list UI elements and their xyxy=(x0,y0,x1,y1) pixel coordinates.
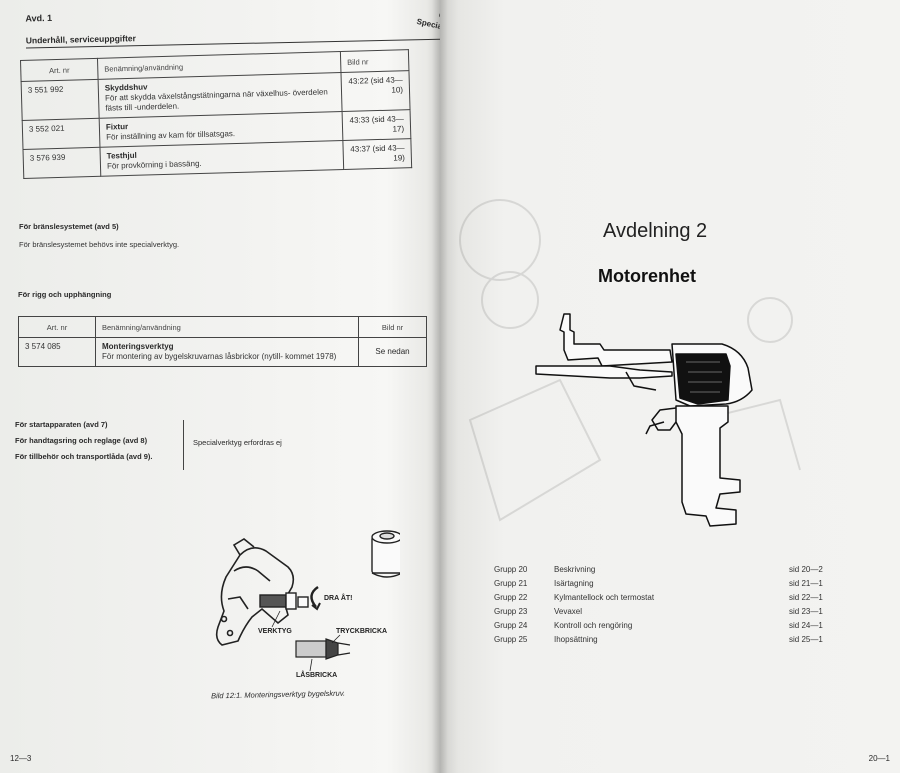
tool-name: Monteringsverktyg xyxy=(102,342,174,351)
group-page: sid 21—1 xyxy=(789,579,823,588)
group-title: Isärtagning xyxy=(554,579,594,588)
bracket-icon xyxy=(215,538,295,646)
corner-header: Grupp Specialverk xyxy=(400,2,440,36)
section-number: Avd. 1 xyxy=(25,12,53,24)
rotate-arrow-icon xyxy=(310,585,321,611)
col-art-header: Art. nr xyxy=(18,316,96,338)
figure-ref: Se nedan xyxy=(358,337,427,367)
group-title: Kontroll och rengöring xyxy=(554,621,633,630)
tool-cell: Monteringsverktyg För montering av bygel… xyxy=(95,337,359,367)
list-item: Grupp 24 Kontroll och rengöring sid 24—1 xyxy=(494,619,839,633)
group-title: Vevaxel xyxy=(554,607,583,616)
figure-ref: 43:37 (sid 43—19) xyxy=(342,138,412,170)
list-item: Grupp 22 Kylmantellock och termostat sid… xyxy=(494,591,839,605)
tool-description: För montering av bygelskruvarnas låsbric… xyxy=(102,352,337,361)
group-contents-list: Grupp 20 Beskrivning sid 20—2 Grupp 21 I… xyxy=(494,563,839,647)
table-header-row: Art. nr Benämning/användning Bild nr xyxy=(18,316,427,338)
brace-item: För handtagsring och reglage (avd 8) xyxy=(15,436,148,445)
list-item: Grupp 23 Vevaxel sid 23—1 xyxy=(494,605,839,619)
group-page: sid 22—1 xyxy=(789,593,823,602)
group-page: sid 25—1 xyxy=(789,635,823,644)
art-number: 3 576 939 xyxy=(22,147,101,179)
brace-divider xyxy=(183,420,185,470)
page-number-right: 20—1 xyxy=(868,754,890,763)
tool-icon xyxy=(259,592,309,610)
sleeve-icon xyxy=(371,530,400,578)
page-number-left: 12—3 xyxy=(10,754,32,763)
tryckbricka-label: TRYCKBRICKA xyxy=(336,628,387,635)
fuel-text: För bränslesystemet behövs inte specialv… xyxy=(19,240,180,249)
art-number: 3 552 021 xyxy=(22,118,100,150)
group-number: Grupp 23 xyxy=(494,607,528,616)
verktyg-label: VERKTYG xyxy=(258,628,292,635)
group-number: Grupp 25 xyxy=(494,635,528,644)
fuel-heading: För bränslesystemet (avd 5) xyxy=(19,222,119,231)
col-name-header: Benämning/användning xyxy=(95,316,359,338)
group-number: Grupp 20 xyxy=(494,565,528,574)
group-title: Beskrivning xyxy=(554,565,596,574)
section-title: Underhåll, serviceuppgifter xyxy=(25,33,136,46)
brace-item: För startapparaten (avd 7) xyxy=(15,420,108,429)
section-subtitle-right: Motorenhet xyxy=(598,266,696,286)
figure-ref: 43:33 (sid 43—17) xyxy=(342,109,411,141)
tool-cell: Skyddshuv För att skydda växelstångstätn… xyxy=(98,72,343,119)
brace-note: Specialverktyg erfordras ej xyxy=(193,438,282,447)
col-bild-header: Bild nr xyxy=(340,49,409,73)
col-art-header: Art. nr xyxy=(20,58,99,82)
list-item: Grupp 25 Ihopsättning sid 25—1 xyxy=(494,633,839,647)
figure-caption: Bild 12:1. Monteringsverktyg bygelskruv. xyxy=(210,688,346,701)
left-page: Avd. 1 Underhåll, serviceuppgifter Grupp… xyxy=(0,0,440,773)
list-item: Grupp 20 Beskrivning sid 20—2 xyxy=(494,563,839,577)
tools-table-rigg: Art. nr Benämning/användning Bild nr 3 5… xyxy=(18,316,427,367)
figure-ref: 43:22 (sid 43—10) xyxy=(340,70,411,112)
group-number: Grupp 24 xyxy=(494,621,528,630)
right-page: 20—1 xyxy=(440,0,900,773)
section-title-right: Avdelning 2 xyxy=(603,220,708,242)
group-page: sid 20—2 xyxy=(789,565,823,574)
lasbricka-label: LÅSBRICKA xyxy=(296,670,337,679)
tools-table-service: Art. nr Benämning/användning Bild nr 3 5… xyxy=(20,49,412,179)
brace-item: För tillbehör och transportlåda (avd 9). xyxy=(15,452,153,461)
outboard-motor-icon xyxy=(535,313,753,527)
dra-at-label: DRA ÅT! xyxy=(324,593,353,602)
tool-cell: Testhjul För provkörning i bassäng. xyxy=(99,140,344,177)
group-page: sid 24—1 xyxy=(789,621,823,630)
group-title: Ihopsättning xyxy=(554,635,598,644)
rigg-heading: För rigg och upphängning xyxy=(18,290,112,299)
washer-icon xyxy=(295,638,351,660)
group-number: Grupp 22 xyxy=(494,593,528,602)
table-row: 3 574 085 Monteringsverktyg För monterin… xyxy=(18,337,427,367)
mounting-tool-illustration: DRA ÅT! VERKTYG TRYCKBRICKA LÅSBRICKA xyxy=(215,530,400,679)
art-number: 3 551 992 xyxy=(21,79,100,121)
col-bild-header: Bild nr xyxy=(358,316,427,338)
list-item: Grupp 21 Isärtagning sid 21—1 xyxy=(494,577,839,591)
group-number: Grupp 21 xyxy=(494,579,528,588)
group-page: sid 23—1 xyxy=(789,607,823,616)
art-number: 3 574 085 xyxy=(18,337,96,367)
group-title: Kylmantellock och termostat xyxy=(554,593,655,602)
